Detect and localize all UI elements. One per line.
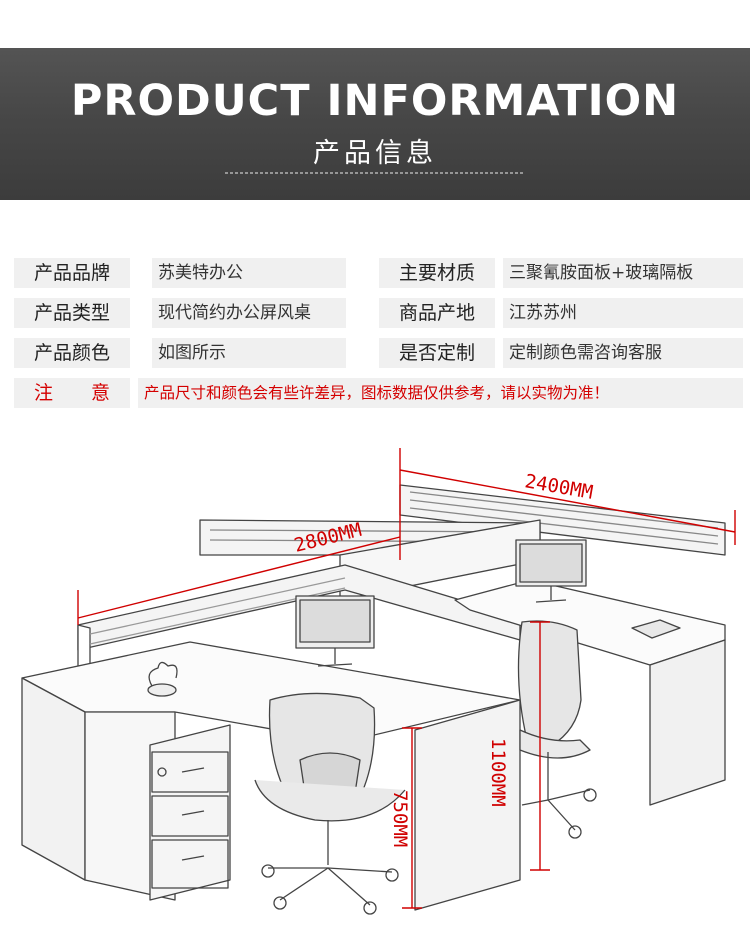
- spec-value-type: 现代简约办公屏风桌: [152, 298, 346, 328]
- spec-row-brand: 产品品牌 苏美特办公: [14, 258, 346, 288]
- spec-label-note: 注 意: [14, 378, 130, 408]
- spec-value-custom: 定制颜色需咨询客服: [503, 338, 743, 368]
- dim-height-1100: 1100MM: [487, 738, 509, 807]
- spec-row-origin: 商品产地 江苏苏州: [379, 298, 743, 328]
- spec-value-material: 三聚氰胺面板+玻璃隔板: [503, 258, 743, 288]
- spec-label-brand: 产品品牌: [14, 258, 130, 288]
- spec-row-color: 产品颜色 如图所示: [14, 338, 346, 368]
- spec-value-note: 产品尺寸和颜色会有些许差异，图标数据仅供参考，请以实物为准！: [138, 378, 743, 408]
- spec-row-custom: 是否定制 定制颜色需咨询客服: [379, 338, 743, 368]
- spec-row-material: 主要材质 三聚氰胺面板+玻璃隔板: [379, 258, 743, 288]
- workstation-drawing: 2800MM 2400MM 1100MM 750MM: [21, 448, 736, 915]
- spec-label-color: 产品颜色: [14, 338, 130, 368]
- spec-label-origin: 商品产地: [379, 298, 495, 328]
- banner-divider: [225, 172, 525, 174]
- dim-height-750: 750MM: [389, 790, 411, 847]
- product-info-banner: PRODUCT INFORMATION 产品信息: [0, 48, 750, 200]
- spec-label-material: 主要材质: [379, 258, 495, 288]
- spec-value-brand: 苏美特办公: [152, 258, 346, 288]
- spec-value-origin: 江苏苏州: [503, 298, 743, 328]
- banner-title: PRODUCT INFORMATION: [70, 76, 680, 126]
- spec-label-custom: 是否定制: [379, 338, 495, 368]
- spec-row-note: 注 意 产品尺寸和颜色会有些许差异，图标数据仅供参考，请以实物为准！: [14, 378, 743, 408]
- spec-value-color: 如图所示: [152, 338, 346, 368]
- spec-label-type: 产品类型: [14, 298, 130, 328]
- banner-subtitle: 产品信息: [313, 138, 437, 169]
- spec-row-type: 产品类型 现代简约办公屏风桌: [14, 298, 346, 328]
